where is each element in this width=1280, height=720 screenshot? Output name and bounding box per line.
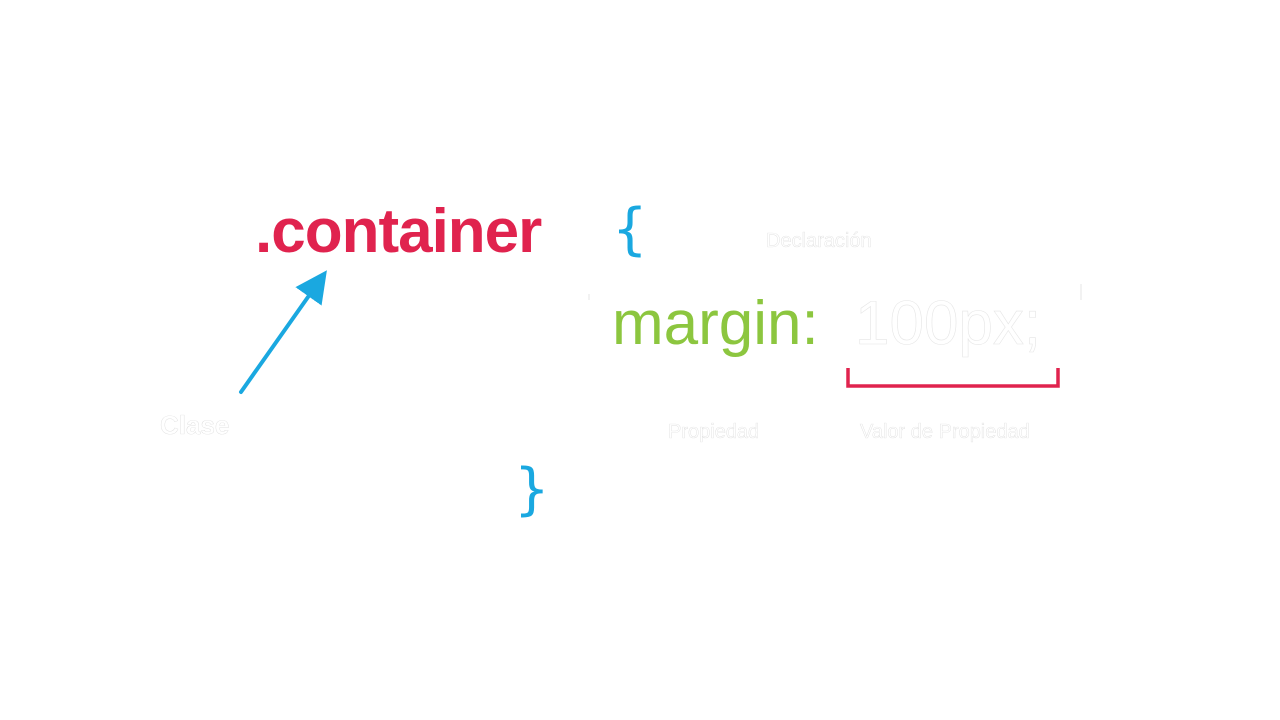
property-value-label: Valor de Propiedad [860, 421, 1030, 443]
open-brace: { [612, 197, 648, 262]
css-value: 100px; [855, 289, 1042, 359]
value-bracket [846, 368, 1060, 388]
class-label: Clase [160, 410, 230, 440]
property-label: Propiedad [668, 421, 760, 443]
close-brace: } [514, 457, 550, 522]
css-selector: .container [255, 197, 542, 266]
declaration-label: Declaración [766, 230, 872, 252]
css-property: margin: [612, 289, 819, 358]
class-arrow [239, 270, 327, 394]
